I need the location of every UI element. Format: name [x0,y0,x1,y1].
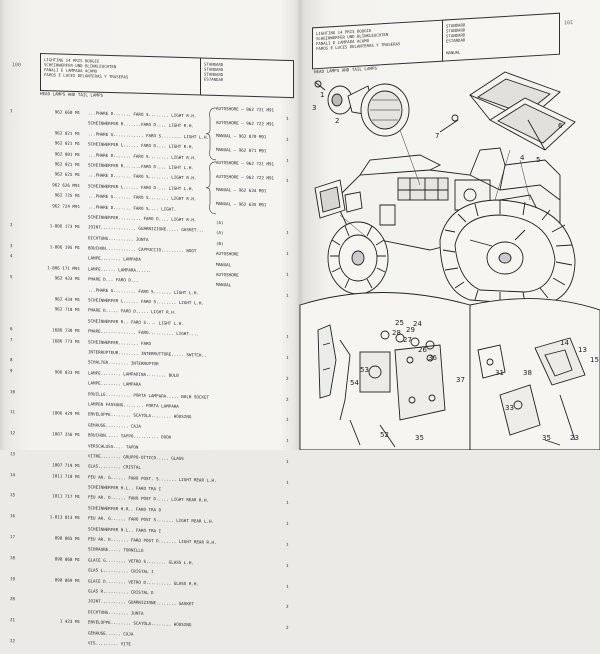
row-index: 13 [10,451,20,456]
part-description: SCHEINWERFER H.L.. FARO TRA I [88,484,161,491]
part-number: 898 868 M1 [30,556,80,562]
quantity: 1 [286,583,289,588]
part-description: FEU AR. D...... FARO POST D..... LIGHT R… [88,495,209,503]
callout-label: 38 [523,369,532,377]
part-number [30,483,80,484]
callout-label: 25 [395,319,404,327]
callout-label: 7 [435,132,439,140]
rear-lamp-detail-right [470,299,600,450]
part-number: 1807 719 M1 [30,462,80,468]
quantity: 1 [286,459,289,464]
row-index: 20 [10,597,20,602]
callout-label: 23 [570,434,579,442]
callout-label: 37 [456,376,465,384]
part-number: 898 865 M1 [30,535,80,541]
part-number [30,587,80,588]
part-number [30,504,80,505]
part-description: GLAS L.......... CRISTAL I [88,568,154,575]
callout-label: 35 [542,434,551,442]
callout-label: 52 [380,431,389,439]
part-description: DICHTUNG........ JUNTA [88,609,143,616]
part-number [30,628,80,629]
part-number: 1 423 M1 [30,618,80,624]
part-description: FEU AR. G...... FARO POST S....... LIGHT… [88,516,214,525]
part-description: GEHAUSE...... CAJA [88,630,133,636]
part-number [30,639,80,640]
row-index: 21 [10,617,20,622]
part-number [30,607,80,608]
quantity: 1 [286,563,289,568]
callout-label: 3 [312,104,316,112]
part-number [30,566,80,567]
part-description: JOINT.......... GUARNIZIONE........ GASK… [88,599,194,607]
quantity: 1 [286,542,289,547]
row-index: 18 [10,555,20,560]
callout-label: 36 [428,354,437,362]
callout-label: 54 [350,379,359,387]
callout-label: 5 [536,156,540,164]
callout-label: 27 [403,336,412,344]
row-index: 15 [10,493,20,498]
row-index: 19 [10,576,20,581]
part-description: FEU AR. G...... FARO POST. S....... LIGH… [88,474,217,483]
callout-label: 26 [418,346,427,354]
part-description: SCHRAUBE..... TORNILLO [88,547,143,554]
callout-label: 13 [578,346,587,354]
part-description: ENVELOPPE........ SCATOLA........ HOUSIN… [88,619,191,627]
quantity: 1 [286,521,289,526]
quantity: 1 [286,480,289,485]
headlight-assembly [315,81,409,136]
callout-label: 33 [505,404,514,412]
callout-label: 53 [360,366,369,374]
part-description: GLACE D........ VETRO D.......... GLASS … [88,578,199,586]
row-index: 17 [10,534,20,539]
part-number: 1811 718 M1 [30,472,80,478]
part-description: GLACE G........ VETRO S........ GLASS L.… [88,557,194,565]
part-description: FEU AR. D....... FARO POST D....... LIGH… [88,536,217,545]
row-index: 16 [10,513,20,518]
callout-label: 6 [558,122,563,130]
callout-label: 24 [413,320,422,328]
rear-lamp-detail-left [300,293,470,451]
callout-label: 15 [590,356,599,364]
exploded-diagram: 1 2 3 4 5 6 7 25 29 24 28 27 26 54 53 52… [0,0,600,450]
part-description: SCHEINWERFER H.R.. FARO TRA D [88,505,161,512]
part-description: GLAS R.......... CRISTAL D [88,588,154,595]
tractor-illustration [328,148,575,305]
callout-label: 2 [335,117,339,125]
part-number: 898 869 M1 [30,576,80,582]
callout-label: 1 [320,91,324,99]
part-number [30,597,80,598]
rectangular-lamp-assembly [440,72,575,150]
callout-label: 35 [415,434,424,442]
part-description: VITRE........ GRUPPO-OTTICO..... GLASS [88,453,184,461]
callout-label: 31 [495,369,504,377]
row-index: 14 [10,472,20,477]
part-description: SCHEINWERFER H.L.. FARO TRA I [88,526,161,533]
part-number [30,452,80,453]
quantity: 2 [286,604,289,609]
part-number: 1811 717 M1 [30,493,80,499]
part-number [30,524,80,525]
callout-label: 4 [520,154,525,162]
quantity: 1 [286,500,289,505]
callout-label: 28 [392,329,401,337]
part-number [30,545,80,546]
part-number: 1-813 813 M1 [30,514,80,520]
callout-label: 14 [560,339,569,347]
quantity: 2 [286,625,289,630]
part-description: GLAS......... CRISTAL [88,464,141,470]
row-index: 22 [10,638,20,643]
part-description: VIS......... VITE [88,640,131,646]
